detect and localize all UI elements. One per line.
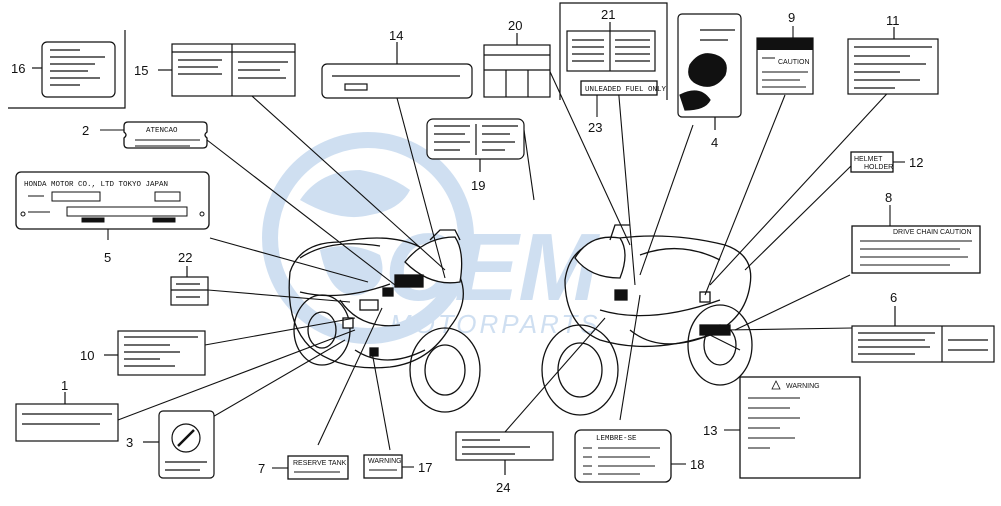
label-1: [15, 392, 119, 442]
frame-21: [559, 2, 668, 100]
frame-lines: [8, 2, 668, 109]
callout-4: 4: [711, 135, 718, 150]
callout-16: 16: [11, 61, 25, 76]
reserve-tank-text: RESERVE TANK: [293, 460, 347, 467]
unleaded-fuel-text: UNLEADED FUEL ONLY: [585, 86, 667, 94]
label-15: [158, 43, 296, 97]
callout-3: 3: [126, 435, 133, 450]
label-18: LEMBRE-SE: [574, 429, 686, 483]
callout-10: 10: [80, 348, 94, 363]
label-4: [677, 13, 742, 130]
label-7: RESERVE TANK: [272, 455, 349, 480]
callout-21: 21: [601, 7, 615, 22]
label-21: [566, 22, 656, 72]
label-13: WARNING: [724, 376, 861, 479]
callout-numbers: 1 2 3 4 5 6 7 8 9 10 11 12 13 14 15 16 1…: [11, 7, 923, 495]
label-14: [321, 42, 473, 99]
right-bike-rear-wheel: [687, 304, 753, 386]
label-9: CAUTION: [756, 26, 814, 95]
lembre-text: LEMBRE-SE: [596, 435, 637, 443]
label-11: [847, 27, 939, 95]
label-10: [104, 330, 206, 376]
callout-23: 23: [588, 120, 602, 135]
callout-22: 22: [178, 250, 192, 265]
helmet-text-1: HELMET: [854, 156, 883, 163]
watermark: CEM MOTORPARTS: [262, 132, 601, 344]
watermark-globe: [262, 132, 474, 344]
callout-15: 15: [134, 63, 148, 78]
label-17-warning: WARNING: [368, 458, 402, 465]
atencao-text: ATENCAO: [146, 127, 178, 135]
callout-24: 24: [496, 480, 510, 495]
callout-9: 9: [788, 10, 795, 25]
callout-20: 20: [508, 18, 522, 33]
callout-2: 2: [82, 123, 89, 138]
frame-16: [8, 30, 126, 109]
callout-13: 13: [703, 423, 717, 438]
callout-6: 6: [890, 290, 897, 305]
label-22: [170, 266, 209, 306]
callout-1: 1: [61, 378, 68, 393]
label-17: WARNING: [363, 454, 414, 479]
callout-19: 19: [471, 178, 485, 193]
helmet-text-2: HOLDER: [864, 164, 893, 171]
caution-text: CAUTION: [778, 59, 810, 66]
callout-17: 17: [418, 460, 432, 475]
warning-text: WARNING: [786, 383, 820, 390]
callout-18: 18: [690, 457, 704, 472]
label-12: HELMET HOLDER: [850, 151, 905, 173]
honda-plate-text: HONDA MOTOR CO., LTD TOKYO JAPAN: [24, 181, 168, 189]
callout-5: 5: [104, 250, 111, 265]
callout-7: 7: [258, 461, 265, 476]
label-5: HONDA MOTOR CO., LTD TOKYO JAPAN: [15, 171, 210, 240]
drive-chain-text: DRIVE CHAIN CAUTION: [893, 229, 972, 236]
label-6: [851, 306, 995, 363]
label-16: [32, 41, 116, 98]
label-24: [455, 431, 554, 475]
right-bike-windscreen: [574, 236, 626, 279]
watermark-sub: MOTORPARTS: [390, 309, 601, 339]
label-8: DRIVE CHAIN CAUTION: [851, 205, 981, 274]
callout-12: 12: [909, 155, 923, 170]
label-23: UNLEADED FUEL ONLY: [580, 80, 667, 117]
label-2: ATENCAO: [100, 121, 208, 149]
callout-14: 14: [389, 28, 403, 43]
callout-8: 8: [885, 190, 892, 205]
left-bike-front-wheel: [409, 327, 481, 413]
label-3: [143, 410, 215, 479]
right-bike-front-wheel: [541, 324, 619, 416]
callout-11: 11: [886, 13, 900, 28]
watermark-continents: [300, 170, 410, 296]
label-20: [483, 33, 551, 98]
label-19: [426, 118, 525, 172]
